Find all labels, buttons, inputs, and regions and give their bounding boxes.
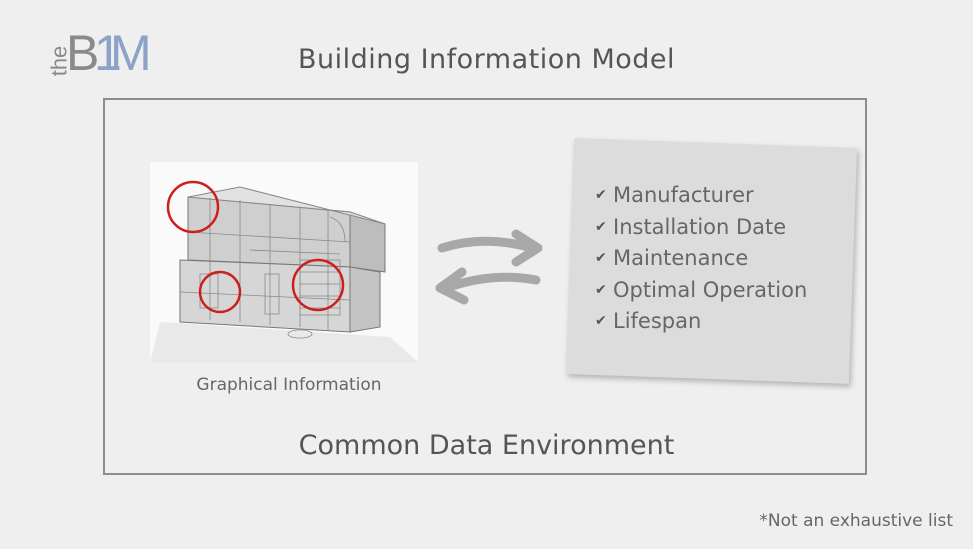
- list-item: ✔ Installation Date: [595, 212, 807, 244]
- check-icon: ✔: [595, 187, 607, 204]
- list-item-label: Maintenance: [613, 246, 749, 270]
- building-wireframe-illustration: [150, 180, 418, 362]
- list-item-label: Installation Date: [613, 214, 787, 239]
- page-title: Building Information Model: [297, 44, 676, 75]
- footnote: *Not an exhaustive list: [759, 511, 953, 531]
- list-item: ✔ Optimal Operation: [595, 275, 807, 307]
- graphical-information-label: Graphical Information: [196, 375, 382, 395]
- logo-m-text: M: [110, 25, 152, 81]
- thebim-logo: the B 1 M: [46, 25, 151, 81]
- highlight-circle-roof: [166, 180, 220, 234]
- list-item-label: Manufacturer: [613, 183, 754, 207]
- cde-frame: [103, 98, 867, 475]
- bidirectional-arrows-icon: [435, 229, 543, 305]
- building-model-image: [150, 162, 418, 362]
- list-item-label: Lifespan: [613, 309, 702, 333]
- common-data-environment-label: Common Data Environment: [298, 430, 675, 461]
- list-item: ✔ Lifespan: [595, 306, 807, 338]
- check-icon: ✔: [595, 281, 607, 298]
- highlight-circle-door: [198, 270, 242, 314]
- list-item: ✔ Manufacturer: [595, 180, 807, 212]
- check-icon: ✔: [595, 313, 607, 330]
- logo-one-text: 1: [94, 25, 122, 81]
- list-item: ✔ Maintenance: [595, 243, 807, 275]
- check-icon: ✔: [595, 250, 607, 267]
- highlight-circle-stair: [291, 258, 345, 312]
- logo-b-text: B: [66, 25, 100, 81]
- check-icon: ✔: [595, 218, 607, 235]
- asset-data-list: ✔ Manufacturer ✔ Installation Date ✔ Mainte…: [595, 180, 807, 338]
- list-item-label: Optimal Operation: [613, 277, 808, 302]
